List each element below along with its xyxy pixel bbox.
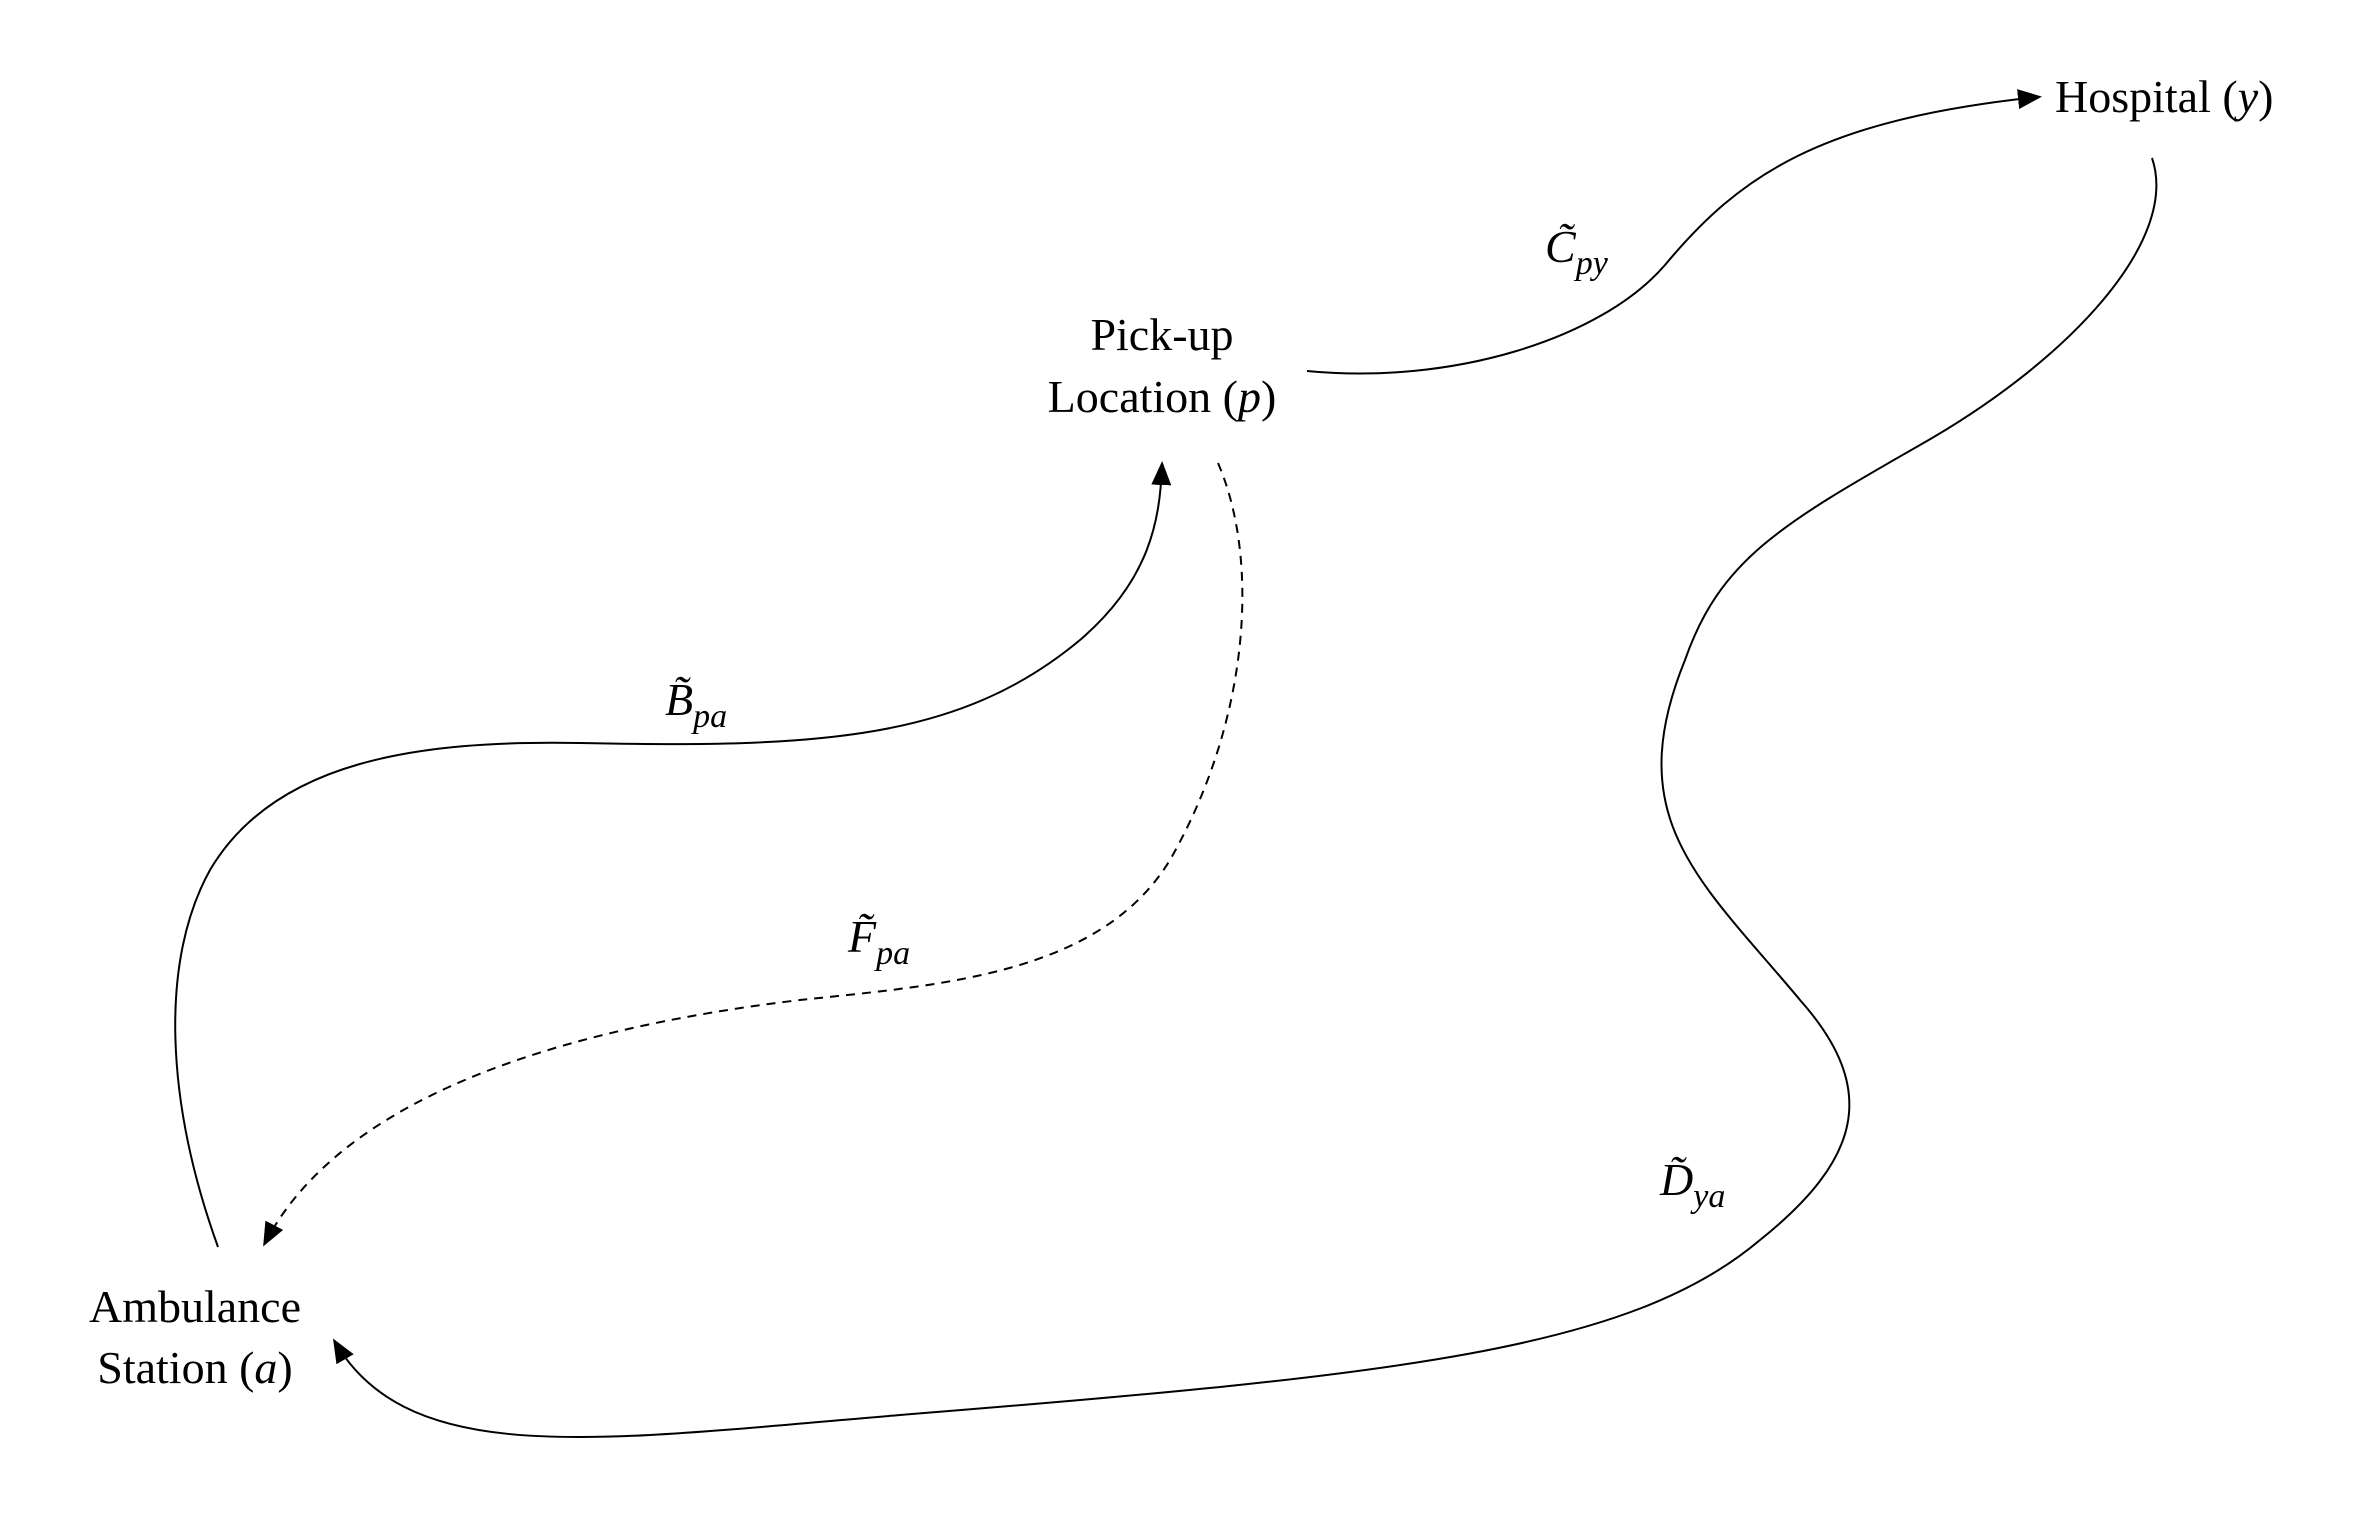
edge-c-subscript: py (1574, 245, 1609, 282)
station-var: a (254, 1342, 277, 1393)
edge-f-subscript: pa (874, 935, 910, 972)
edge-b-subscript: pa (691, 698, 727, 735)
edge-b-station-to-pickup (174, 461, 1172, 1248)
station-label: Ambulance (89, 1281, 301, 1332)
edge-c-pickup-to-hospital (1306, 89, 2042, 375)
edge-d-symbol: D̃ (1659, 1154, 1693, 1205)
edge-d-label: D̃ya (1659, 1154, 1725, 1215)
edge-d-hospital-to-station (332, 157, 2158, 1439)
hospital-var: y (2234, 71, 2259, 122)
edge-d-subscript: ya (1690, 1178, 1725, 1215)
pickup-var: p (1235, 371, 1261, 422)
pickup-line1: Pick-up (1090, 309, 1233, 360)
pickup-name: Location (1048, 371, 1212, 422)
station-label-line2: Station (a) (97, 1342, 293, 1393)
station-line1: Ambulance (89, 1281, 301, 1332)
edge-f-symbol: F̃ (847, 911, 877, 962)
edge-c-label: C̃py (1545, 221, 1609, 282)
hospital-name: Hospital (2055, 71, 2211, 122)
station-name: Station (97, 1342, 227, 1393)
edge-f-pickup-to-station (263, 462, 1244, 1247)
edge-c-symbol: C̃ (1545, 221, 1577, 272)
edge-f-label: F̃pa (847, 911, 910, 972)
pickup-label-line2: Location (p) (1048, 371, 1277, 422)
edge-b-label: B̃pa (665, 674, 727, 735)
hospital-label: Hospital (y) (2055, 71, 2273, 122)
pickup-label: Pick-up (1090, 309, 1233, 360)
edge-b-symbol: B̃ (665, 674, 693, 725)
